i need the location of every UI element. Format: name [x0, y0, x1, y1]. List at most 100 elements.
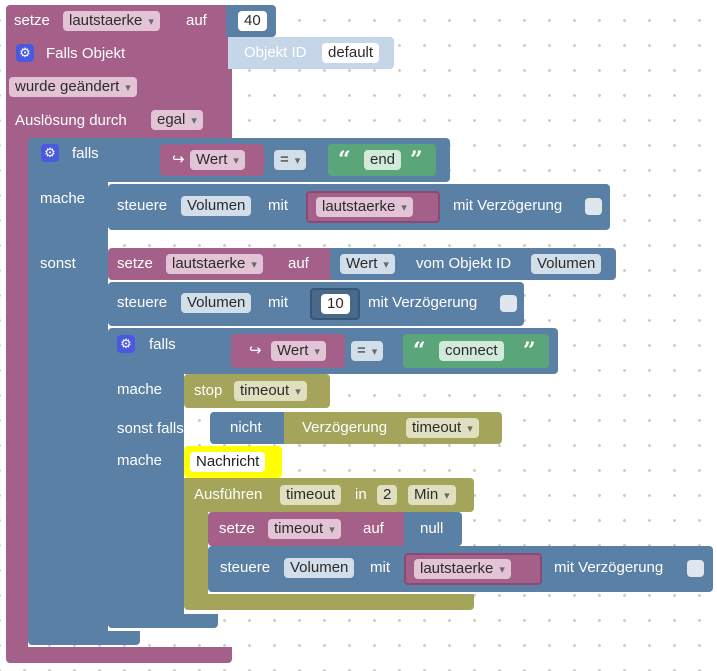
set-keyword: setze — [219, 520, 255, 537]
delay-label: mit Verzögerung — [368, 294, 478, 311]
quote-close-icon: ” — [410, 147, 423, 173]
quote-open-icon: “ — [413, 338, 426, 364]
variable-dropdown[interactable]: lautstaerke — [414, 559, 511, 579]
compare-block-2[interactable]: ↪ Wert = “ connect ” — [225, 334, 555, 368]
variable-block[interactable]: lautstaerke — [306, 191, 440, 223]
variable-dropdown[interactable]: lautstaerke — [316, 197, 413, 217]
stop-keyword: stop — [194, 382, 223, 399]
delay-label: mit Verzögerung — [554, 559, 664, 576]
operator-dropdown[interactable]: = — [274, 150, 307, 170]
timeout-running-block[interactable]: Verzögerung timeout — [284, 412, 502, 444]
object-id-input[interactable]: default — [322, 43, 380, 63]
condition-dropdown[interactable]: wurde geändert — [9, 77, 137, 97]
trigger-label: Auslösung durch — [15, 112, 127, 129]
get-object-value-block[interactable]: Wert vom Objekt ID Volumen — [330, 248, 616, 280]
not-keyword: nicht — [230, 419, 262, 436]
if-block-2[interactable]: ⚙ falls mache sonst falls mache — [108, 328, 184, 628]
object-id-label: Objekt ID — [244, 44, 307, 61]
delay-checkbox[interactable] — [585, 198, 602, 215]
quote-open-icon: “ — [338, 147, 351, 173]
delay-checkbox[interactable] — [500, 295, 517, 312]
timeout-name-field[interactable]: timeout — [280, 485, 342, 505]
device-field[interactable]: Volumen — [181, 293, 252, 313]
null-block[interactable]: null — [404, 512, 462, 546]
to-keyword: auf — [363, 520, 384, 537]
with-keyword: mit — [268, 197, 288, 214]
value-dropdown[interactable]: Wert — [271, 341, 326, 361]
null-value: null — [420, 520, 444, 537]
timeout-dropdown[interactable]: timeout — [406, 418, 479, 438]
compare-block-1[interactable]: ↪ Wert = “ end ” — [150, 144, 440, 176]
if-keyword: falls — [149, 336, 176, 353]
do-keyword: mache — [117, 381, 163, 398]
attribute-dropdown[interactable]: Wert — [340, 254, 395, 274]
trigger-block[interactable]: ⚙ Falls Objekt wurde geändert Auslösung … — [6, 37, 232, 141]
timeout-block[interactable]: Ausführen timeout in 2 Min — [184, 478, 474, 512]
device-field[interactable]: Volumen — [284, 558, 355, 578]
control-block-3[interactable]: steuere Volumen mit lautstaerke mit Verz… — [208, 546, 713, 592]
control-keyword: steuere — [117, 197, 168, 214]
string-input-end[interactable]: end — [364, 150, 402, 170]
from-object-label: vom Objekt ID — [416, 255, 512, 272]
stop-timeout-block[interactable]: stop timeout — [184, 374, 330, 408]
number-input-10[interactable]: 10 — [321, 294, 350, 314]
not-block[interactable]: nicht — [210, 412, 290, 444]
with-keyword: mit — [268, 294, 288, 311]
if-block-2-bottom — [108, 614, 218, 628]
trigger-statement-bar — [6, 141, 28, 651]
execute-keyword: Ausführen — [194, 486, 263, 503]
to-keyword: auf — [186, 12, 207, 29]
operator-dropdown[interactable]: = — [351, 341, 384, 361]
with-keyword: mit — [370, 559, 390, 576]
object-id-block[interactable]: Objekt ID default — [228, 37, 394, 69]
variable-block[interactable]: lautstaerke — [404, 553, 542, 585]
set-variable-dropdown[interactable]: lautstaerke — [63, 11, 160, 31]
gear-icon[interactable]: ⚙ — [117, 335, 135, 353]
value-block[interactable]: ↪ Wert — [231, 334, 345, 368]
string-block-end[interactable]: “ end ” — [328, 144, 436, 176]
arrow-icon: ↪ — [172, 151, 185, 168]
value-dropdown[interactable]: Wert — [190, 150, 245, 170]
device-field[interactable]: Volumen — [181, 196, 252, 216]
else-keyword: sonst — [40, 255, 76, 272]
set-volume-block[interactable]: setze lautstaerke auf — [6, 5, 232, 37]
timeout-block-bar — [184, 512, 208, 600]
quote-close-icon: ” — [523, 338, 536, 364]
set-variable-dropdown[interactable]: lautstaerke — [166, 254, 263, 274]
gear-icon[interactable]: ⚙ — [16, 44, 34, 62]
number-block-10[interactable]: 10 — [310, 288, 360, 320]
delay-keyword: Verzögerung — [302, 419, 388, 436]
set-keyword: setze — [117, 255, 153, 272]
object-field[interactable]: Volumen — [531, 254, 602, 274]
in-keyword: in — [355, 486, 367, 503]
if-block-1[interactable]: ⚙ falls mache sonst — [28, 138, 108, 643]
timeout-dropdown[interactable]: timeout — [234, 381, 307, 401]
timeout-block-bottom — [184, 594, 474, 610]
trigger-title: Falls Objekt — [46, 45, 126, 62]
gear-icon[interactable]: ⚙ — [41, 144, 59, 162]
control-keyword: steuere — [220, 559, 271, 576]
value-block[interactable]: ↪ Wert — [160, 144, 264, 176]
delay-checkbox[interactable] — [687, 560, 704, 577]
to-keyword: auf — [288, 255, 309, 272]
set-timeout-block[interactable]: setze timeout auf — [208, 512, 408, 546]
string-input-connect[interactable]: connect — [439, 341, 504, 361]
comment-block[interactable]: Nachricht — [184, 446, 282, 478]
set-from-object-block[interactable]: setze lautstaerke auf — [108, 248, 334, 280]
string-block-connect[interactable]: “ connect ” — [403, 334, 549, 368]
arrow-icon: ↪ — [249, 342, 262, 359]
set-keyword: setze — [14, 12, 50, 29]
number-block-40[interactable]: 40 — [226, 5, 276, 37]
trigger-dropdown[interactable]: egal — [151, 110, 203, 130]
control-keyword: steuere — [117, 294, 168, 311]
timeout-unit-dropdown[interactable]: Min — [408, 485, 456, 505]
do-keyword-2: mache — [117, 452, 163, 469]
control-block-1[interactable]: steuere Volumen mit lautstaerke mit Verz… — [108, 184, 610, 230]
if-keyword: falls — [72, 145, 99, 162]
number-input-40[interactable]: 40 — [238, 11, 267, 31]
comment-text[interactable]: Nachricht — [190, 452, 266, 472]
control-block-2[interactable]: steuere Volumen mit 10 mit Verzögerung — [108, 282, 524, 326]
if-block-1-bottom — [28, 631, 140, 645]
set-variable-dropdown[interactable]: timeout — [268, 519, 341, 539]
timeout-amount-field[interactable]: 2 — [377, 485, 398, 505]
